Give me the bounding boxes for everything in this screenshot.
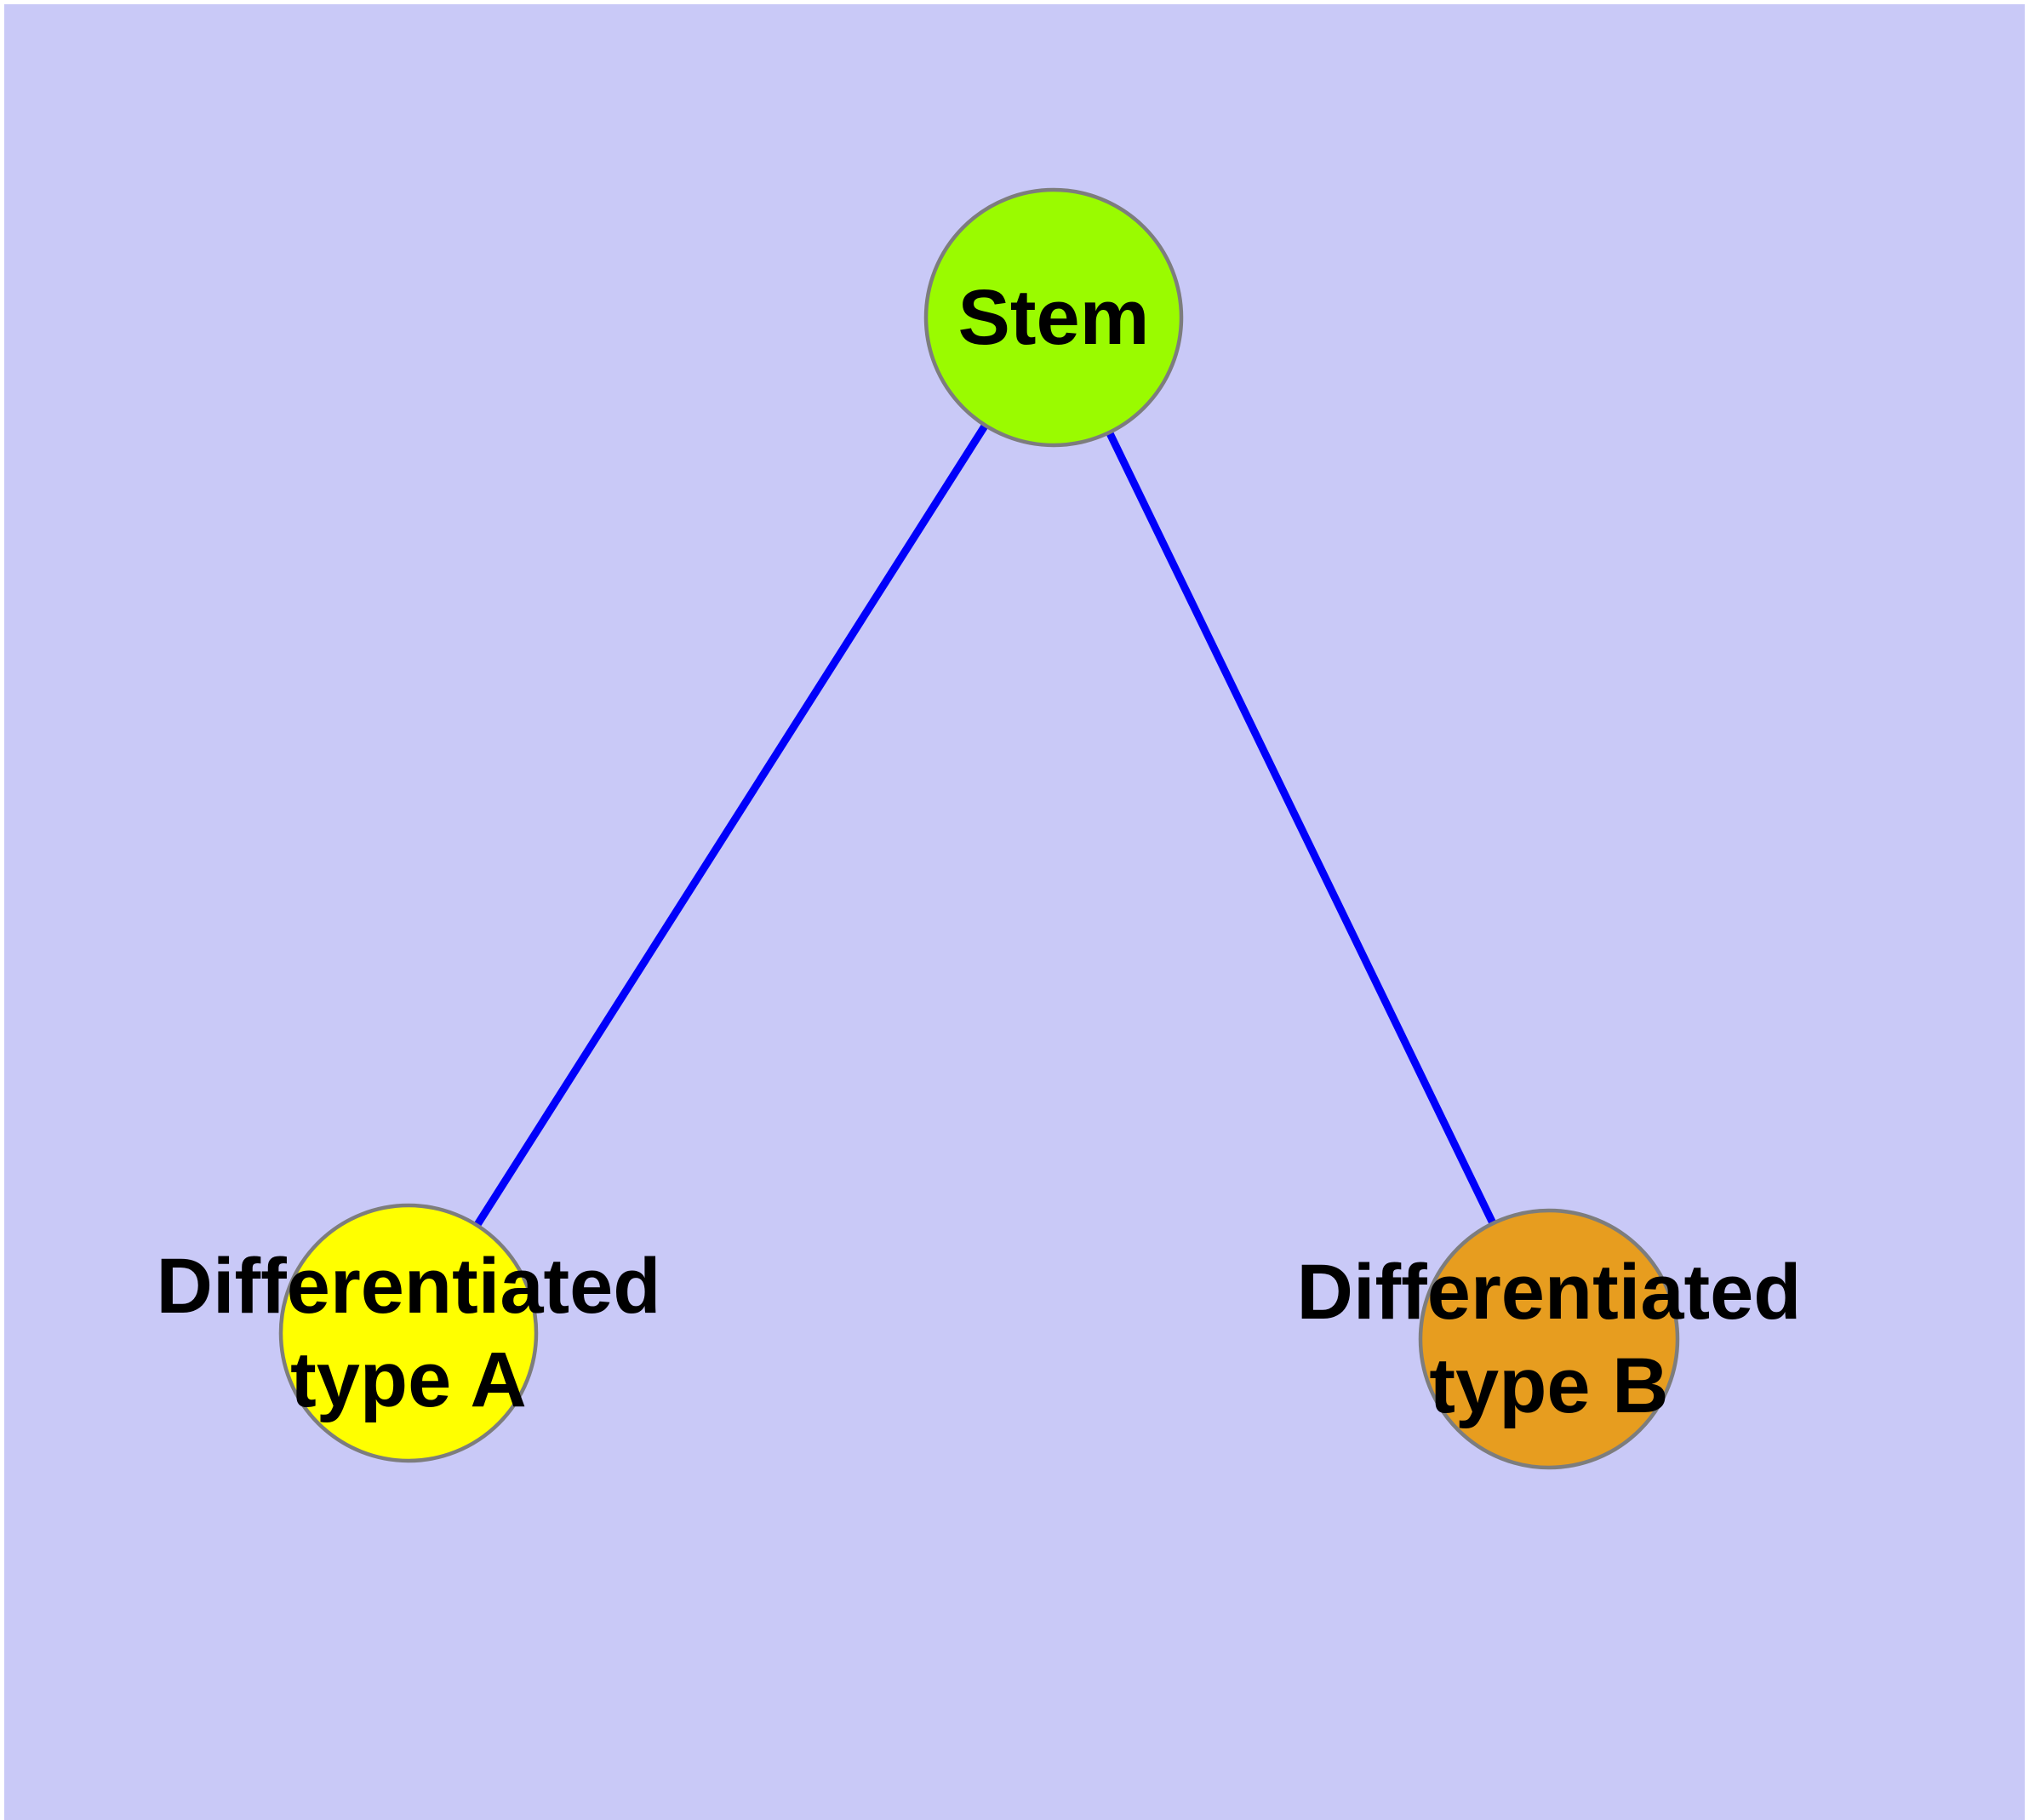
node-circle-differentiated-type-a (278, 1203, 539, 1463)
edge-stem-to-differentiated-type-a (405, 315, 1057, 1336)
node-circle-stem (923, 187, 1184, 448)
edge-stem-to-differentiated-type-b (1049, 316, 1553, 1341)
node-circle-differentiated-type-b (1418, 1208, 1680, 1470)
